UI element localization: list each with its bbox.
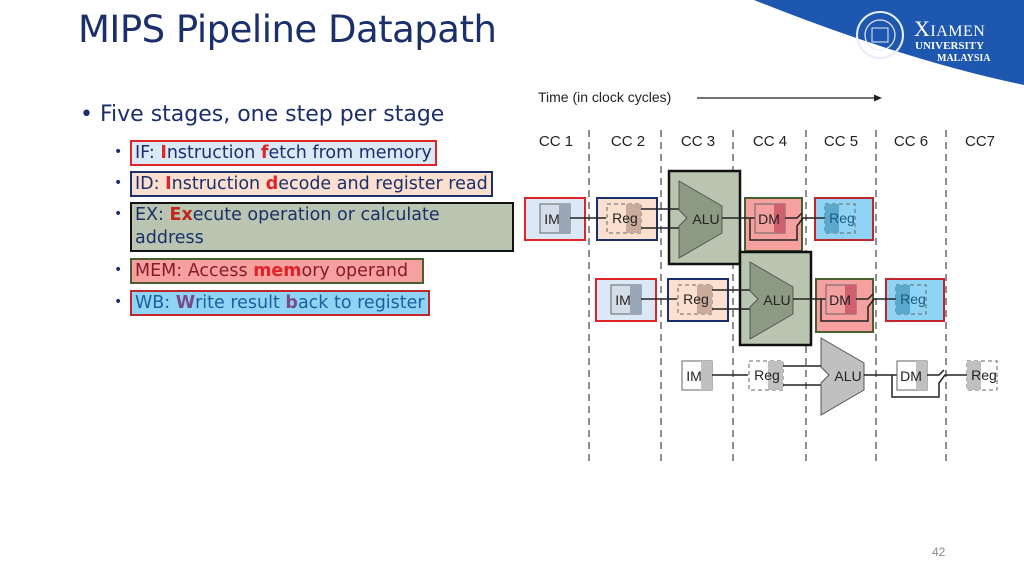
wb-stage-highlight xyxy=(885,278,945,322)
logo-university: UNIVERSITY xyxy=(915,40,985,52)
logo-band-shape xyxy=(754,0,1024,85)
reg-write-unit xyxy=(966,360,998,391)
instruction-row: IM Reg ALU DM Reg xyxy=(524,169,874,266)
slide-title: MIPS Pipeline Datapath xyxy=(78,8,497,51)
stage-box-id: ID: Instruction decode and register read xyxy=(130,171,493,197)
time-label: Time (in clock cycles) xyxy=(538,89,671,105)
alu-label: ALU xyxy=(763,292,790,308)
time-arrow-head xyxy=(874,94,882,102)
dm-shade xyxy=(774,204,785,233)
cycle-label: CC 2 xyxy=(611,133,645,150)
reg-write-shade xyxy=(896,285,910,314)
clock-cycle-labels: CC 1 CC 2 CC 3 CC 4 CC 5 CC 6 CC7 xyxy=(539,133,995,150)
cycle-label: CC 5 xyxy=(824,133,858,150)
reg-write-shade xyxy=(825,204,839,233)
im-label: IM xyxy=(686,368,702,384)
stage-box-wb: WB: Write result back to register xyxy=(130,290,430,316)
alu-unit xyxy=(678,180,723,259)
reg-write-unit xyxy=(895,284,927,315)
dm-label: DM xyxy=(758,211,780,227)
alu-unit xyxy=(749,261,794,340)
main-bullet: • Five stages, one step per stage xyxy=(80,102,445,127)
reg-shade xyxy=(697,285,712,314)
reg-write-shade xyxy=(967,361,981,390)
dm-label: DM xyxy=(829,292,851,308)
reg-write-label: Reg xyxy=(829,210,855,226)
reg-shade xyxy=(768,361,783,390)
reg-label: Reg xyxy=(612,210,638,226)
reg-shade xyxy=(626,204,641,233)
cycle-label: CC7 xyxy=(965,133,995,150)
alu-unit xyxy=(820,337,865,416)
dm-bypass-wire xyxy=(891,369,967,398)
logo-name: XIAMEN xyxy=(914,16,986,41)
university-seal-icon xyxy=(856,11,904,59)
alu-label: ALU xyxy=(692,211,719,227)
dm-shade xyxy=(916,361,927,390)
im-label: IM xyxy=(544,211,560,227)
cycle-dividers xyxy=(588,130,947,466)
im-label: IM xyxy=(615,292,631,308)
reg-read-unit xyxy=(748,360,784,391)
blue-swoosh xyxy=(754,0,1024,85)
reg-label: Reg xyxy=(754,367,780,383)
university-logo-band: XIAMEN UNIVERSITY MALAYSIA xyxy=(754,0,1024,85)
im-shade xyxy=(630,285,641,314)
reg-label: Reg xyxy=(683,291,709,307)
cycle-label: CC 4 xyxy=(753,133,787,150)
dm-shade xyxy=(845,285,856,314)
alu-label: ALU xyxy=(834,368,861,384)
dm-label: DM xyxy=(900,368,922,384)
im-shade xyxy=(559,204,570,233)
cycle-label: CC 1 xyxy=(539,133,573,150)
reg-write-label: Reg xyxy=(900,291,926,307)
logo-malaysia: MALAYSIA xyxy=(937,53,991,64)
dm-bypass-wire xyxy=(749,212,825,241)
reg-write-unit xyxy=(824,203,856,234)
reg-read-unit xyxy=(606,203,642,234)
page-number: 42 xyxy=(932,545,946,559)
reg-write-label: Reg xyxy=(971,367,997,383)
cycle-label: CC 6 xyxy=(894,133,928,150)
instruction-row: IM Reg ALU DM Reg xyxy=(595,250,945,347)
dm-bypass-wire xyxy=(820,293,896,322)
stage-box-mem: MEM: Access memory operand xyxy=(130,258,425,284)
stage-box-if: IF: Instruction fetch from memory xyxy=(130,140,437,166)
reg-read-unit xyxy=(677,284,713,315)
im-shade xyxy=(701,361,712,390)
cycle-label: CC 3 xyxy=(681,133,715,150)
instruction-row: IM Reg ALU DM Reg xyxy=(681,337,998,416)
